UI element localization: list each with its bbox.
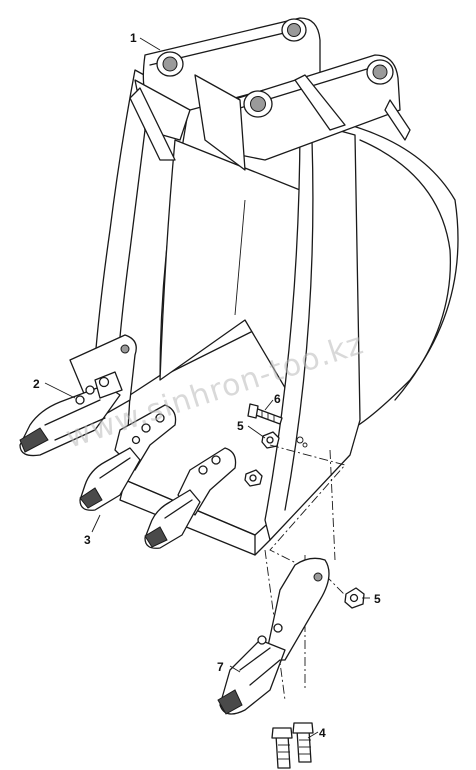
callout-leaders [44, 37, 370, 739]
callout-5-lower: 5 [374, 592, 381, 606]
nut-on-lip [244, 469, 263, 487]
mounting-bracket-front [194, 54, 411, 171]
nut-item-5-lower [344, 587, 365, 609]
bucket-tooth-right [144, 447, 237, 549]
callout-4: 4 [319, 726, 326, 740]
mounting-bracket-rear [129, 17, 321, 161]
tooth-fasteners-left [75, 371, 123, 405]
bucket-tooth-3 [79, 404, 177, 511]
side-tooth-item-7 [217, 557, 330, 715]
callout-2: 2 [33, 377, 40, 391]
bolt-item-6 [247, 403, 283, 425]
callout-1: 1 [130, 31, 137, 45]
callout-7: 7 [217, 660, 224, 674]
callout-6: 6 [274, 392, 281, 406]
bolts-item-4 [271, 722, 314, 769]
nut-item-5-upper [261, 431, 280, 449]
callout-5-upper: 5 [237, 419, 244, 433]
callout-3: 3 [84, 533, 91, 547]
